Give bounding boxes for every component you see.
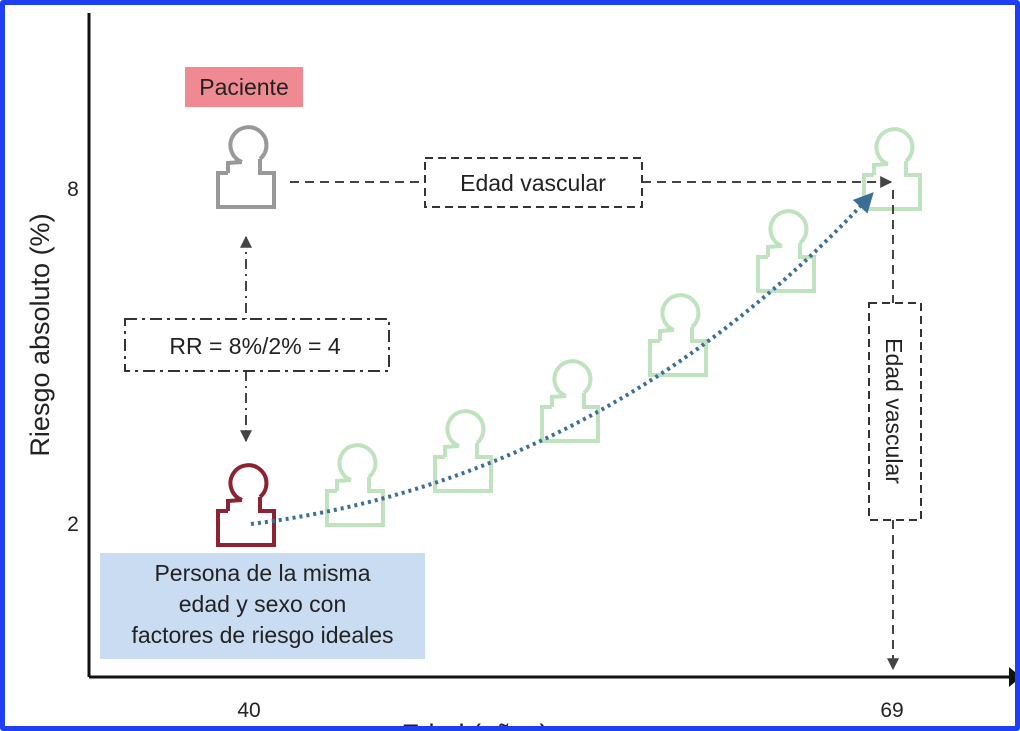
person-icon — [648, 293, 708, 377]
edad-vascular-vertical-label: Edad vascular — [881, 338, 907, 484]
diagram-canvas: Riesgo absoluto (%) Edad (años) 8 2 40 6… — [25, 13, 1015, 731]
patient-person-icon — [216, 125, 276, 209]
x-tick-40: 40 — [237, 699, 260, 722]
risk-trajectory-curve — [250, 192, 874, 526]
persona-label: Persona de la misma edad y sexo con fact… — [100, 553, 425, 659]
persona-label-line: edad y sexo con — [178, 591, 347, 617]
persona-label-line: Persona de la misma — [154, 560, 371, 586]
persona-label-line: factores de riesgo ideales — [131, 622, 394, 648]
edad-vascular-vertical-box — [868, 302, 922, 521]
ideal-person-icon — [216, 463, 276, 547]
paciente-label: Paciente — [185, 67, 303, 107]
x-axis-arrowhead — [1009, 667, 1015, 687]
y-tick-8: 8 — [67, 178, 79, 201]
rr-box — [124, 318, 390, 372]
person-icon — [325, 443, 385, 527]
x-axis-label: Edad (años) — [401, 719, 548, 731]
edad-vascular-box — [424, 157, 643, 208]
edad-vascular-label: Edad vascular — [460, 170, 606, 196]
y-axis-label: Riesgo absoluto (%) — [25, 213, 55, 456]
x-tick-69: 69 — [880, 699, 903, 722]
rr-label: RR = 8%/2% = 4 — [169, 333, 341, 359]
y-tick-2: 2 — [67, 513, 79, 536]
person-icon — [540, 359, 600, 443]
